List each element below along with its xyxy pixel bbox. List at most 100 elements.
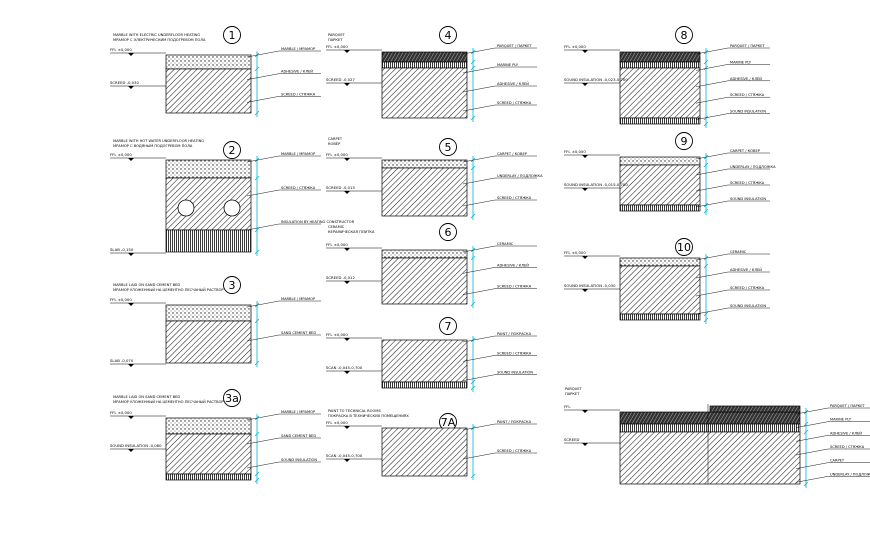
layer-band <box>619 204 701 212</box>
dimension-tick <box>470 115 476 121</box>
level-arrow <box>128 449 134 452</box>
layer-callout: CERAMIC <box>730 250 747 254</box>
leader-line <box>246 50 280 58</box>
dimension-tick <box>254 110 260 116</box>
level-label: FFL ±0,000 <box>326 420 348 425</box>
level-label: FFL <box>564 404 571 409</box>
leader-line <box>462 423 496 431</box>
level-arrow <box>344 158 350 161</box>
level-arrow <box>582 410 588 413</box>
leader-line <box>462 47 496 55</box>
layer-band <box>619 411 801 425</box>
leader-line <box>695 184 729 192</box>
layer-callout: PAINT / ПОКРАСКА <box>497 420 532 424</box>
leader-line <box>695 289 729 297</box>
level-label: FFL ±0,000 <box>110 152 132 157</box>
layer-callout: ADHESIVE / КЛЕЙ <box>830 430 862 435</box>
dimension-tick <box>703 65 709 71</box>
level-arrow <box>582 188 588 191</box>
leader-line <box>462 267 496 274</box>
level-label: SCREED -0,015 <box>326 185 355 190</box>
dimension-tick <box>703 263 709 269</box>
dimension-tick <box>703 121 709 127</box>
detail-number: 6 <box>445 226 452 239</box>
level-label: FFL ±0,000 <box>110 410 132 415</box>
layer-callout: PARQUET / ПАРКЕТ <box>830 404 865 408</box>
layer-band <box>381 51 468 63</box>
dimension-tick <box>470 379 476 385</box>
layer-callout: MARBLE / МРАМОР <box>281 47 316 51</box>
dimension-tick <box>803 429 809 435</box>
level-label: FFL ±0,000 <box>110 297 132 302</box>
layer-callout: PAINT / ПОКРАСКА <box>497 332 532 336</box>
detail-number: 9 <box>681 135 688 148</box>
detail-title-ru: ПАРКЕТ <box>328 38 343 42</box>
detail-marker-circle <box>439 138 457 156</box>
level-arrow <box>582 289 588 292</box>
leader-line <box>695 47 729 55</box>
detail-number: 1 <box>229 29 236 42</box>
layer-band <box>165 229 252 253</box>
layer-band <box>619 164 701 206</box>
dimension-tick <box>703 59 709 65</box>
detail-title: CARPET <box>328 137 343 141</box>
layer-callout: SCREED / СТЯЖКА <box>281 92 316 96</box>
layer-band <box>381 61 468 69</box>
layer-band <box>619 265 701 315</box>
level-arrow <box>344 338 350 341</box>
layer-band <box>619 156 701 166</box>
leader-line <box>795 421 829 428</box>
layer-band <box>381 427 468 477</box>
layer-callout: INSULATION BY HEATING CONSTRUCTOR <box>281 220 355 224</box>
leader-line <box>462 335 496 343</box>
dimension-tick <box>470 385 476 391</box>
detail-title-ru: МРАМОР С ВОДЯНЫМ ПОДОГРЕВОМ ПОЛА <box>113 144 193 148</box>
leader-line <box>695 80 729 88</box>
level-label: SLAB -0,070 <box>110 358 134 363</box>
layer-callout: SCREED / СТЯЖКА <box>830 445 865 449</box>
level-arrow <box>344 281 350 284</box>
layer-band <box>619 51 701 63</box>
level-arrow <box>128 53 134 56</box>
dimension-tick <box>803 421 809 427</box>
level-arrow <box>582 443 588 446</box>
leader-line <box>462 85 496 93</box>
detail-number: 8 <box>681 29 688 42</box>
detail-title-ru: МРАМОР УЛОЖЕННЫЙ НА ЦЕМЕНТНО-ПЕСЧАНЫЙ РА… <box>113 287 224 292</box>
detail-marker-circle <box>675 238 693 256</box>
leader-line <box>462 104 496 112</box>
layer-callout: SOUND INSULATION <box>730 197 766 201</box>
layer-callout: MARBLE / МРАМОР <box>281 152 316 156</box>
detail-number: 7 <box>445 320 452 333</box>
heating-pipe <box>177 199 195 217</box>
layer-band <box>381 249 468 259</box>
leader-line <box>246 223 280 231</box>
layer-band <box>709 405 801 413</box>
dimension-tick <box>254 360 260 366</box>
level-label: SCREED -0,012 <box>326 275 355 280</box>
layer-callout: PARQUET / ПАРКЕТ <box>497 44 532 48</box>
dimension-tick <box>703 115 709 121</box>
layer-callout: SOUND INSULATION <box>730 304 766 308</box>
dimension-tick <box>254 471 260 477</box>
dimension-tick <box>254 477 260 483</box>
level-label: SOUND INSULATION -0,023-0,700 <box>564 77 628 82</box>
detail-2: MARBLE WITH HOT WATER UNDERFLOOR HEATING… <box>110 139 355 256</box>
level-label: FFL ±0,000 <box>326 332 348 337</box>
level-label: FFL ±0,000 <box>564 44 586 49</box>
detail-number: 3a <box>225 392 239 405</box>
layer-callout: UNDERLAY / ПОДЛОЖКА <box>497 174 543 178</box>
layer-callout: SCREED / СТЯЖКА <box>730 286 765 290</box>
layer-callout: CARPET <box>830 459 845 463</box>
layer-band <box>619 431 801 485</box>
layer-callout: ADHESIVE / КЛЕЙ <box>730 267 762 272</box>
detail-marker-circle <box>439 26 457 44</box>
level-label: SCREED -0,027 <box>326 77 355 82</box>
level-arrow <box>344 248 350 251</box>
layer-callout: ADHESIVE / КЛЕЙ <box>497 81 529 86</box>
leader-line <box>462 177 496 185</box>
leader-line <box>695 96 729 104</box>
